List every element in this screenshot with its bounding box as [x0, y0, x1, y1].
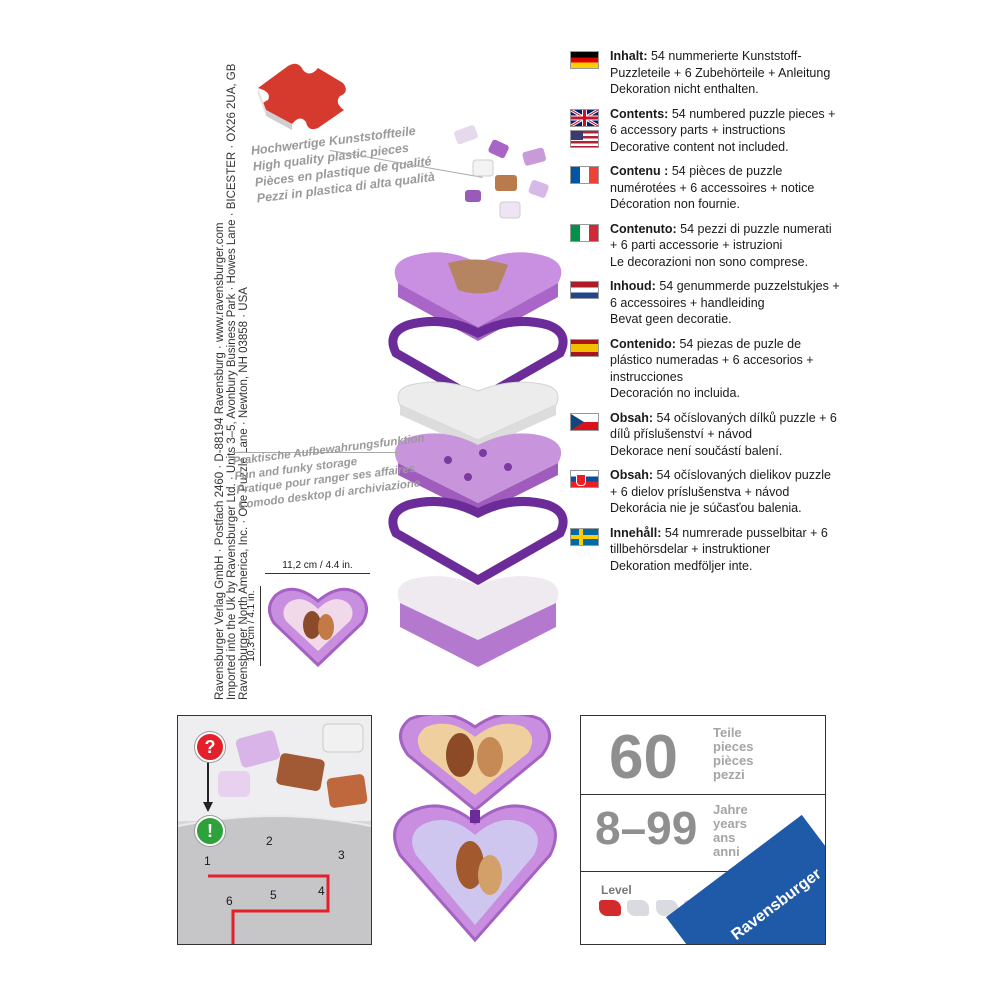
step-number: 2 [266, 834, 273, 848]
flag-us-icon [570, 129, 599, 148]
assembly-instructions-panel: ? ! 1 2 3 4 5 6 [177, 715, 372, 945]
check-icon: ! [195, 816, 225, 846]
age-row: 8–99 Jahre years ans anni [581, 795, 825, 872]
question-icon: ? [195, 732, 225, 762]
lang-sk: Obsah: 54 očíslovaných dielikov puzzle +… [570, 467, 840, 517]
contents-list: Inhalt: 54 nummerierte Kunststoff-Puzzle… [570, 48, 840, 582]
flag-fr-icon [570, 166, 599, 184]
pieces-row: 60 Teile pieces pièces pezzi [581, 716, 825, 795]
scattered-pieces-image [454, 125, 549, 219]
flag-se-icon [570, 527, 599, 546]
step-number: 3 [338, 848, 345, 862]
flag-nl-icon [570, 281, 599, 299]
flag-cz-icon [570, 412, 599, 431]
lang-de: Inhalt: 54 nummerierte Kunststoff-Puzzle… [570, 48, 840, 98]
lang-es: Contenido: 54 piezas de puzle de plástic… [570, 336, 840, 402]
flag-gb-icon [570, 108, 599, 127]
level-label: Level [601, 883, 632, 897]
lang-cz: Obsah: 54 očíslovaných dílků puzzle + 6 … [570, 410, 840, 460]
company-addresses: Ravensburger Verlag GmbH · Postfach 2460… [214, 30, 250, 700]
lang-it: Contenuto: 54 pezzi di puzzle numerati +… [570, 221, 840, 271]
step-number: 5 [270, 888, 277, 902]
age-range: 8–99 [595, 802, 698, 854]
step-number: 4 [318, 884, 325, 898]
flag-it-icon [570, 223, 599, 242]
heart-box-exploded-image [388, 252, 568, 667]
level-piece-icon [599, 900, 621, 916]
lang-fr: Contenu : 54 pièces de puzzle numérotées… [570, 163, 840, 213]
age-units: Jahre years ans anni [713, 802, 748, 859]
lang-se: Innehåll: 54 numrerade pusselbitar + 6 t… [570, 525, 840, 575]
step-number: 1 [204, 854, 211, 868]
lang-nl: Inhoud: 54 genummerde puzzelstukjes + 6 … [570, 278, 840, 328]
level-piece-icon [627, 900, 650, 916]
leader-line [232, 452, 402, 453]
step-number: 6 [226, 894, 233, 908]
height-dimension: 10,3 cm / 4.1 in. [246, 586, 261, 666]
product-info-panel: 60 Teile pieces pièces pezzi 8–99 Jahre … [580, 715, 826, 945]
width-dimension: 11,2 cm / 4.4 in. [265, 560, 370, 574]
heart-box-front-image [268, 587, 368, 667]
pieces-units: Teile pieces pièces pezzi [713, 725, 754, 782]
address-line: Imported into the Uk by Ravensburger Ltd… [226, 63, 238, 700]
red-puzzle-piece-image [258, 63, 346, 130]
flag-es-icon [570, 338, 599, 357]
heart-box-open-image [393, 715, 557, 943]
assembly-diagram-image [178, 716, 371, 944]
flag-de-icon [570, 51, 599, 69]
address-line: Ravensburger Verlag GmbH · Postfach 2460… [214, 222, 226, 700]
pieces-count: 60 [609, 723, 678, 792]
flag-sk-icon [570, 470, 599, 488]
lang-en: Contents: 54 numbered puzzle pieces + 6 … [570, 106, 840, 156]
